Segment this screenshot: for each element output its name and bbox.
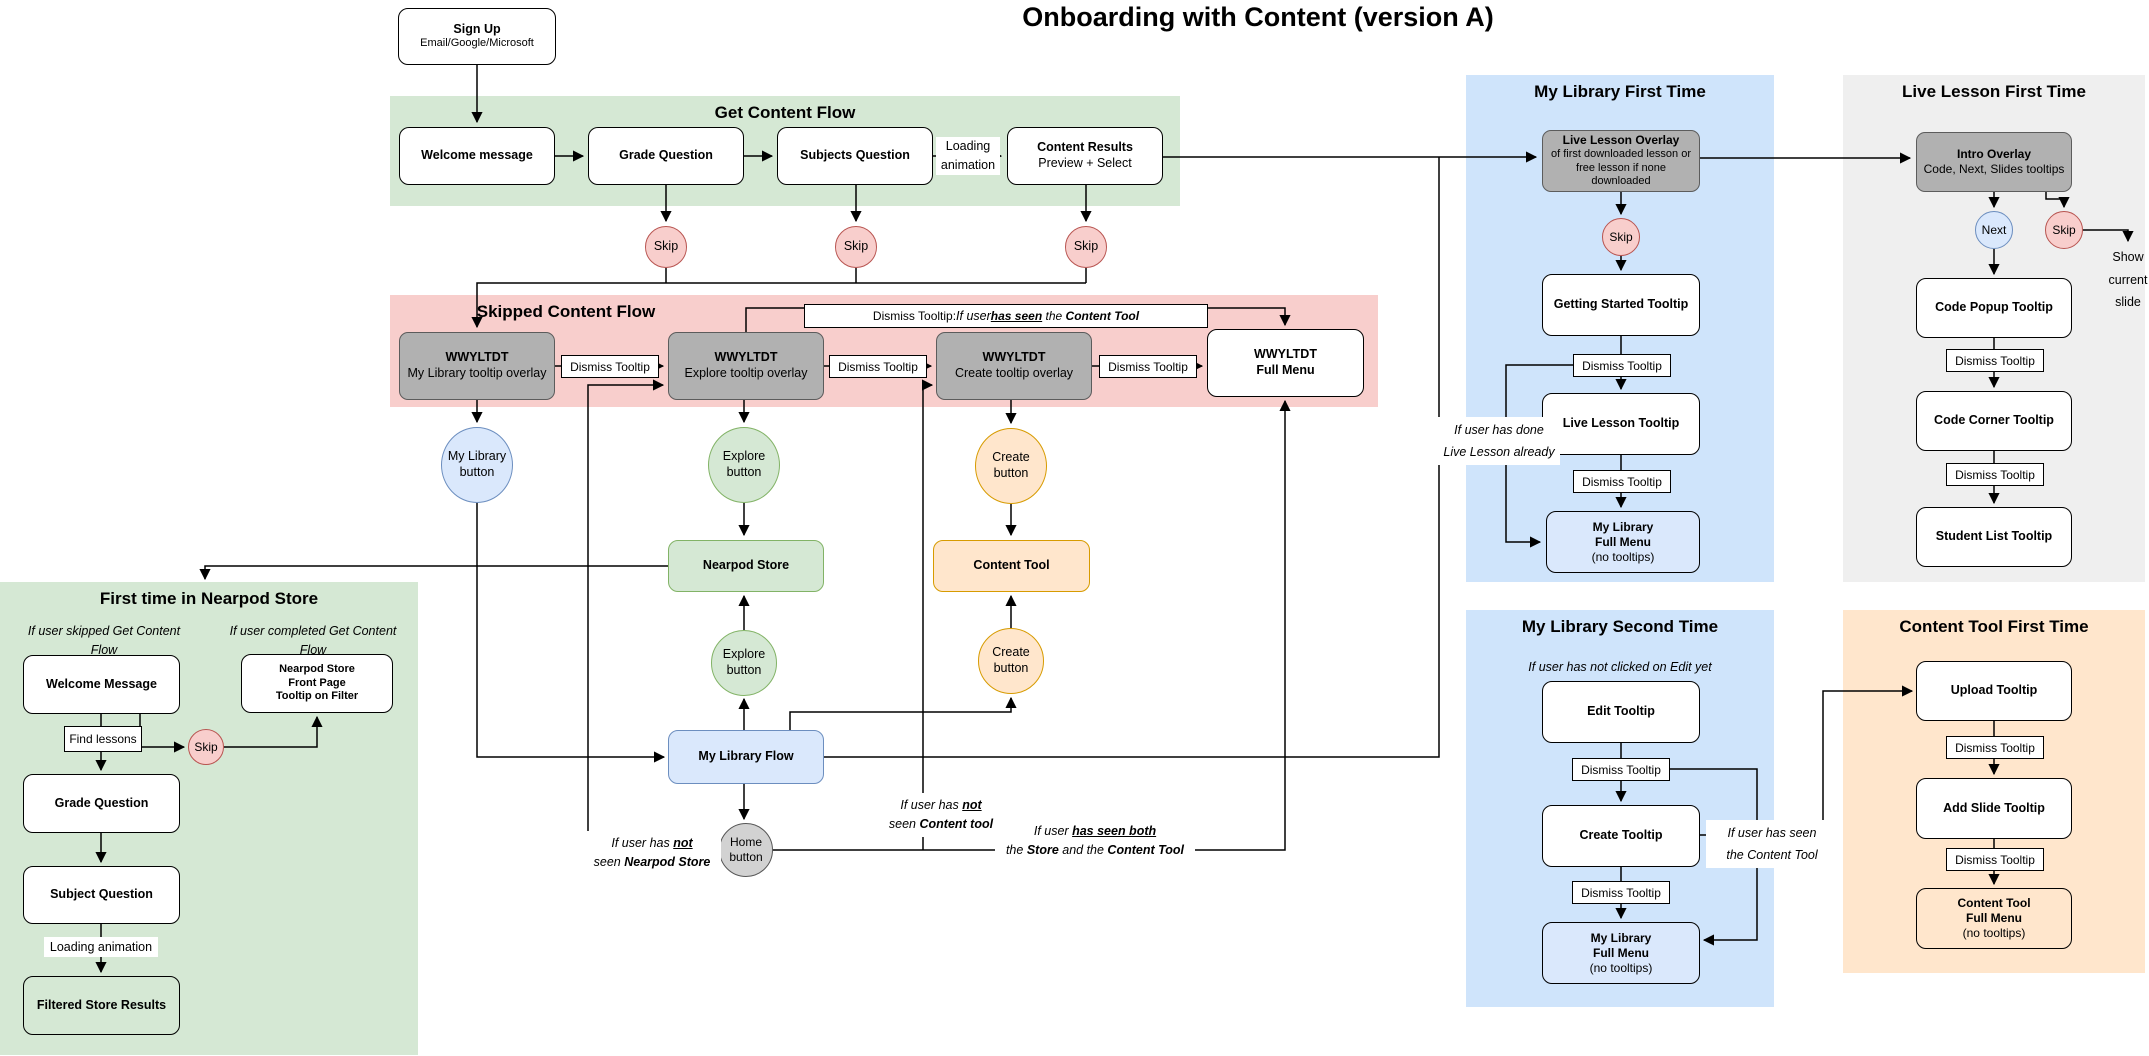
node-upload-tooltip[interactable]: Upload Tooltip: [1916, 661, 2072, 721]
node-my-library-flow[interactable]: My Library Flow: [668, 730, 824, 784]
section-title: Skipped Content Flow: [476, 302, 656, 321]
node-intro-overlay[interactable]: Intro Overlay Code, Next, Slides tooltip…: [1916, 132, 2072, 192]
node-wwyltdt-explore-overlay[interactable]: WWYLTDT Explore tooltip overlay: [668, 332, 824, 400]
label-dismiss-if-seen-content-tool: Dismiss Tooltip: If user has seen the Co…: [804, 304, 1208, 328]
section-title: My Library Second Time: [1521, 617, 1719, 636]
node-nearpod-store[interactable]: Nearpod Store: [668, 540, 824, 592]
label-dismiss-tooltip: Dismiss Tooltip: [1572, 758, 1670, 781]
node-subjects-question[interactable]: Subjects Question: [777, 127, 933, 185]
node-sublabel: Email/Google/Microsoft: [420, 37, 534, 50]
node-my-library-full-menu-2[interactable]: My Library Full Menu (no tooltips): [1542, 922, 1700, 984]
node-label: WWYLTDT: [982, 350, 1046, 365]
node-wwyltdt-full-menu[interactable]: WWYLTDT Full Menu: [1207, 329, 1364, 397]
node-label: WWYLTDT: [1254, 347, 1317, 362]
label-find-lessons: Find lessons: [64, 726, 142, 752]
node-sublabel: Full Menu: [1256, 363, 1315, 377]
label-dismiss-tooltip: Dismiss Tooltip: [561, 355, 659, 378]
node-edit-tooltip[interactable]: Edit Tooltip: [1542, 681, 1700, 743]
node-next-button[interactable]: Next: [1975, 211, 2013, 249]
annotation-not-seen-content-tool: If user has not seen Content tool: [861, 793, 1021, 837]
annotation-not-clicked-edit: If user has not clicked on Edit yet: [1528, 659, 1712, 674]
label-loading-animation-store: Loading animation: [44, 937, 158, 957]
label-dismiss-tooltip: Dismiss Tooltip: [1946, 349, 2044, 372]
section-title: First time in Nearpod Store: [99, 589, 319, 608]
node-wwyltdt-my-library-overlay[interactable]: WWYLTDT My Library tooltip overlay: [399, 332, 555, 400]
node-create-button[interactable]: Create button: [975, 428, 1047, 504]
label-show-current-slide: Show current slide: [2108, 250, 2148, 310]
node-skip-3[interactable]: Skip: [1065, 226, 1107, 268]
node-sign-up[interactable]: Sign Up Email/Google/Microsoft: [398, 8, 556, 65]
node-home-button[interactable]: Home button: [719, 823, 773, 877]
node-add-slide-tooltip[interactable]: Add Slide Tooltip: [1916, 778, 2072, 839]
section-title: My Library First Time: [1534, 82, 1706, 101]
section-title: Get Content Flow: [714, 103, 856, 122]
node-label: Welcome message: [421, 148, 533, 163]
label-loading-animation: Loading animation: [936, 137, 1000, 175]
label-dismiss-tooltip: Dismiss Tooltip: [1573, 470, 1671, 493]
node-store-front-page-tooltip[interactable]: Nearpod Store Front Page Tooltip on Filt…: [241, 654, 393, 713]
node-label: WWYLTDT: [714, 350, 778, 365]
node-content-tool-full-menu[interactable]: Content Tool Full Menu (no tooltips): [1916, 888, 2072, 949]
node-skip-1[interactable]: Skip: [645, 226, 687, 268]
node-student-list-tooltip[interactable]: Student List Tooltip: [1916, 507, 2072, 567]
label-dismiss-tooltip: Dismiss Tooltip: [1946, 463, 2044, 486]
node-skip-2[interactable]: Skip: [835, 226, 877, 268]
node-code-popup-tooltip[interactable]: Code Popup Tooltip: [1916, 278, 2072, 338]
node-label: Content Results: [1037, 140, 1133, 155]
node-skip-store[interactable]: Skip: [188, 729, 224, 765]
node-grade-question[interactable]: Grade Question: [588, 127, 744, 185]
annotation-seen-both: If user has seen both the Store and the …: [995, 817, 1195, 865]
node-grade-question-store[interactable]: Grade Question: [23, 774, 180, 833]
node-sublabel: My Library tooltip overlay: [407, 366, 547, 380]
annotation-seen-content-tool: If user has seen the Content Tool: [1706, 820, 1838, 868]
node-label: Grade Question: [619, 148, 713, 163]
label-dismiss-tooltip: Dismiss Tooltip: [1099, 355, 1197, 378]
node-my-library-button[interactable]: My Library button: [441, 427, 513, 503]
node-label: WWYLTDT: [445, 350, 509, 365]
label-dismiss-tooltip: Dismiss Tooltip: [1572, 881, 1670, 904]
node-content-results[interactable]: Content Results Preview + Select: [1007, 127, 1163, 185]
node-welcome-message-store[interactable]: Welcome Message: [23, 655, 180, 714]
node-label: Subjects Question: [800, 148, 910, 163]
annotation-skipped-get-content: If user skipped Get Content Flow: [27, 624, 181, 657]
node-skip-live-lesson[interactable]: Skip: [2045, 211, 2083, 249]
section-title: Content Tool First Time: [1899, 617, 2089, 636]
node-live-lesson-overlay[interactable]: Live Lesson Overlay of first downloaded …: [1542, 130, 1700, 192]
node-wwyltdt-create-overlay[interactable]: WWYLTDT Create tooltip overlay: [936, 332, 1092, 400]
label-dismiss-tooltip: Dismiss Tooltip: [829, 355, 927, 378]
node-welcome-message[interactable]: Welcome message: [399, 127, 555, 185]
label-dismiss-tooltip: Dismiss Tooltip: [1946, 848, 2044, 871]
node-content-tool[interactable]: Content Tool: [933, 540, 1090, 592]
node-sublabel: Explore tooltip overlay: [684, 366, 808, 380]
node-explore-button-2[interactable]: Explore button: [711, 630, 777, 696]
node-explore-button[interactable]: Explore button: [708, 427, 780, 503]
node-create-tooltip[interactable]: Create Tooltip: [1542, 805, 1700, 867]
node-subject-question-store[interactable]: Subject Question: [23, 866, 180, 924]
node-label: Sign Up: [453, 21, 501, 36]
node-getting-started-tooltip[interactable]: Getting Started Tooltip: [1542, 274, 1700, 336]
node-sublabel: Create tooltip overlay: [954, 366, 1074, 380]
node-sublabel: Preview + Select: [1038, 156, 1132, 170]
label-dismiss-tooltip: Dismiss Tooltip: [1573, 354, 1671, 377]
node-my-library-full-menu[interactable]: My Library Full Menu (no tooltips): [1546, 511, 1700, 573]
section-title: Live Lesson First Time: [1902, 82, 2086, 101]
label-dismiss-tooltip: Dismiss Tooltip: [1946, 736, 2044, 759]
node-live-lesson-tooltip[interactable]: Live Lesson Tooltip: [1542, 393, 1700, 455]
annotation-done-live-lesson: If user has done Live Lesson already: [1438, 417, 1560, 465]
node-create-button-2[interactable]: Create button: [978, 628, 1044, 694]
page-title: Onboarding with Content (version A): [1022, 2, 1494, 32]
node-skip-my-library[interactable]: Skip: [1602, 218, 1640, 256]
annotation-completed-get-content: If user completed Get Content Flow: [229, 624, 397, 657]
node-filtered-store-results[interactable]: Filtered Store Results: [23, 976, 180, 1035]
annotation-not-seen-nearpod-store: If user has not seen Nearpod Store: [583, 831, 721, 875]
node-code-corner-tooltip[interactable]: Code Corner Tooltip: [1916, 391, 2072, 451]
